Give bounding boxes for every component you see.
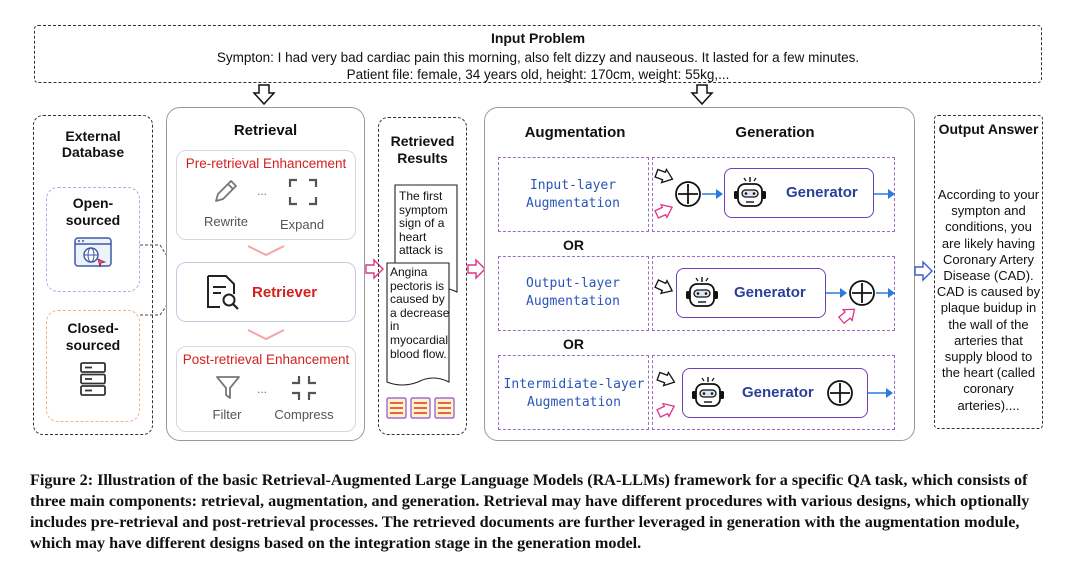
input-patient-text: Patient file: female, 34 years old, heig…	[346, 67, 730, 82]
retrieval-title: Retrieval	[233, 122, 298, 139]
input-problem-box	[34, 25, 1042, 83]
document-front	[386, 262, 450, 386]
arrow-pink-icon	[654, 203, 674, 219]
retriever-box	[176, 262, 356, 322]
output-layer-label: Output-layer Augmentation	[526, 276, 620, 309]
filter-icon	[216, 376, 240, 399]
generator-label: Generator	[786, 184, 858, 201]
arrow-right-icon	[826, 288, 847, 298]
retrieved-doc-2: Angina pectoris is caused by a decrease …	[390, 265, 450, 361]
input-symptom-text: Sympton: I had very bad cardiac pain thi…	[216, 50, 860, 65]
generation-title: Generation	[735, 124, 815, 141]
arrow-to-output-icon	[914, 260, 933, 282]
filter-label: Filter	[212, 407, 242, 422]
closed-sourced-label: Closed-sourced	[65, 320, 121, 353]
output-layer-gen-box	[652, 256, 895, 331]
post-dots: ...	[257, 382, 268, 396]
arrow-pink-icon	[656, 402, 676, 418]
pre-retrieval-title: Pre-retrieval Enhancement	[185, 156, 347, 171]
open-sourced-label: Open-sourced	[65, 195, 121, 228]
pencil-icon	[215, 180, 237, 202]
web-globe-icon	[74, 237, 112, 268]
arrow-right-icon	[874, 189, 895, 199]
arrow-right-icon	[876, 288, 895, 298]
output-answer-box	[934, 115, 1043, 429]
or-label-1: OR	[563, 237, 584, 253]
generator-label: Generator	[734, 284, 806, 301]
output-layer-aug-box	[498, 256, 649, 331]
generator-label: Generator	[742, 384, 814, 401]
arrow-in-icon	[656, 370, 676, 387]
robot-icon	[734, 177, 766, 207]
input-layer-gen-box	[652, 157, 895, 232]
output-answer-title: Output Answer	[938, 121, 1039, 137]
expand-icon	[288, 178, 318, 206]
retriever-label: Retriever	[252, 284, 318, 301]
database-connector-lines	[140, 244, 177, 316]
output-answer-text: According to your sympton and conditions…	[936, 187, 1041, 413]
closed-sourced-card	[46, 310, 140, 422]
plus-circle-icon	[675, 181, 701, 207]
pink-arrow-icon	[467, 258, 486, 280]
intermediate-layer-label: Intermidiate-layer Augmentation	[503, 377, 645, 410]
chevron-down-icon	[247, 329, 285, 341]
document-search-icon	[207, 275, 239, 310]
down-arrow-icon	[252, 84, 276, 106]
expand-label: Expand	[279, 217, 325, 232]
retrieved-results-box	[378, 117, 467, 435]
documents-stack-icon	[386, 397, 455, 419]
plus-circle-icon	[849, 280, 875, 306]
retrieved-results-title: Retrieved Results	[390, 133, 455, 166]
compress-label: Compress	[274, 407, 334, 422]
retrieved-doc-1: The first symptom sign of a heart attack…	[399, 189, 448, 258]
figure-caption: Figure 2: Illustration of the basic Retr…	[30, 471, 1030, 552]
post-retrieval-box	[176, 346, 356, 432]
open-sourced-card	[46, 187, 140, 292]
input-layer-aug-box	[498, 157, 649, 232]
arrow-right-icon	[868, 388, 893, 398]
plus-circle-icon	[827, 380, 853, 406]
or-label-2: OR	[563, 336, 584, 352]
pre-retrieval-box	[176, 150, 356, 240]
database-server-icon	[80, 362, 106, 396]
augmentation-title: Augmentation	[524, 124, 626, 141]
down-arrow-icon	[690, 84, 714, 106]
arrow-right-icon	[702, 189, 723, 199]
external-database-title: External Database	[61, 128, 125, 160]
rewrite-label: Rewrite	[203, 214, 249, 229]
external-database-box	[33, 115, 153, 435]
input-problem-title: Input Problem	[490, 30, 586, 46]
arrow-pink-icon	[837, 308, 856, 325]
robot-icon	[692, 377, 724, 407]
intermediate-layer-aug-box	[498, 355, 649, 430]
arrow-in-icon	[654, 167, 674, 184]
post-retrieval-title: Post-retrieval Enhancement	[182, 352, 350, 367]
pre-dots: ...	[257, 184, 268, 198]
input-layer-label: Input-layer Augmentation	[526, 178, 620, 211]
compress-icon	[292, 376, 316, 400]
robot-icon	[686, 277, 718, 307]
arrow-in-icon	[654, 279, 674, 295]
chevron-down-icon	[247, 245, 285, 257]
intermediate-layer-gen-box	[652, 355, 895, 430]
